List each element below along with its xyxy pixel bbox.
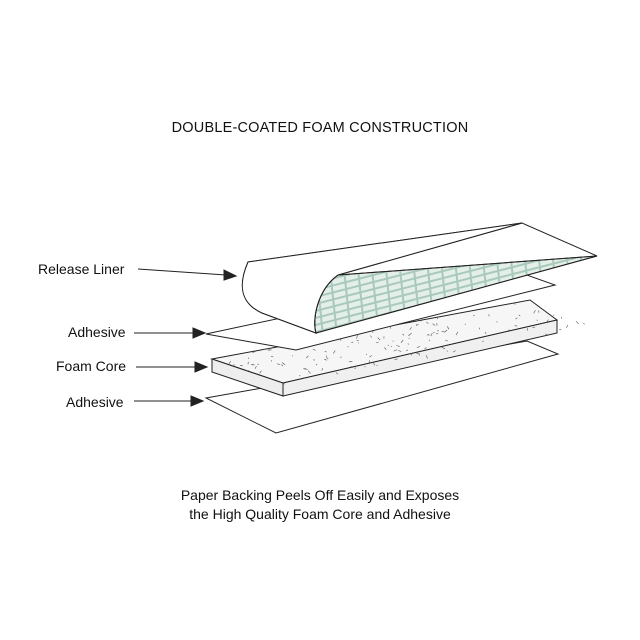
diagram-title: DOUBLE-COATED FOAM CONSTRUCTION	[171, 120, 469, 136]
label-release-liner: Release Liner	[38, 261, 125, 277]
caption-line-2: the High Quality Foam Core and Adhesive	[189, 506, 451, 522]
label-adhesive-top: Adhesive	[68, 324, 126, 340]
label-adhesive-bottom: Adhesive	[66, 394, 124, 410]
arrow-release-liner	[137, 268, 227, 276]
caption-line-1: Paper Backing Peels Off Easily and Expos…	[180, 487, 460, 503]
foam-speckle-texture	[228, 302, 585, 385]
foam-core-layer	[210, 299, 585, 397]
diagram-caption: Paper Backing Peels Off Easily and Expos…	[0, 486, 640, 524]
label-foam-core: Foam Core	[56, 358, 127, 374]
leader-arrows	[134, 268, 238, 407]
